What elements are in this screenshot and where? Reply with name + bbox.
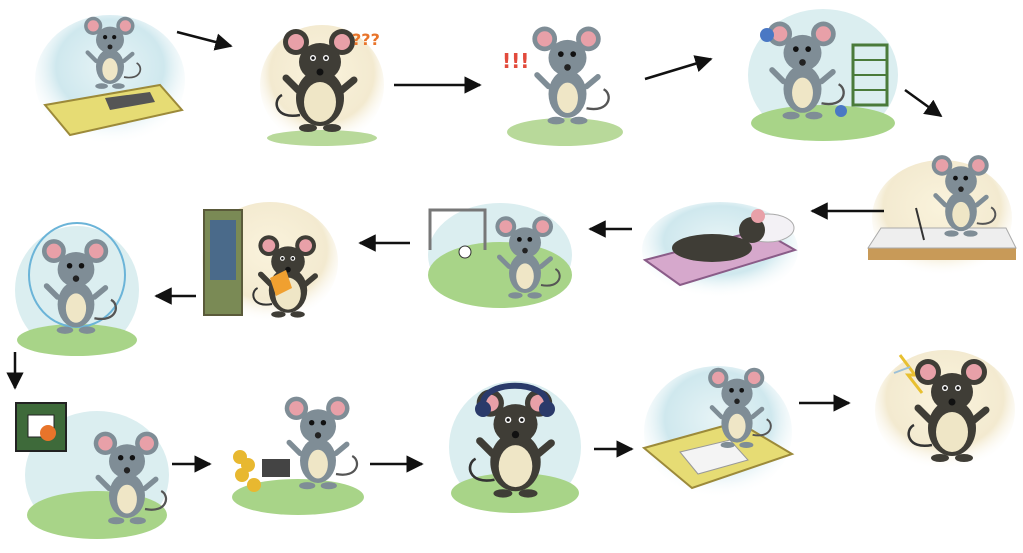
mouse-headache-icon	[870, 345, 1020, 475]
mouse-jump-rope-icon	[12, 220, 142, 360]
scene-sleeping	[640, 190, 800, 300]
mouse-reading-desk-icon	[30, 10, 190, 150]
scene-confused: ???	[252, 10, 392, 150]
arrow-4	[903, 88, 945, 120]
arrow-3	[643, 55, 715, 83]
mouse-basketball-icon	[12, 395, 172, 543]
svg-text:!!!: !!!	[502, 49, 529, 73]
mouse-surprised-icon: !!!	[500, 10, 630, 150]
mouse-coins-icon	[228, 385, 368, 520]
scene-going-to-school	[200, 200, 340, 325]
mouse-soccer-icon	[425, 200, 575, 310]
arrow-6	[586, 222, 634, 236]
mouse-schoolbag-icon	[200, 200, 340, 325]
arrow-11	[368, 457, 426, 471]
scene-reading-at-desk	[640, 360, 795, 510]
arrow-8	[152, 289, 198, 303]
scene-coins-computer	[228, 385, 368, 520]
arrow-1	[175, 28, 235, 50]
scene-listening-music	[445, 375, 585, 520]
svg-text:???: ???	[352, 30, 380, 49]
scene-exercising	[745, 5, 900, 145]
scene-playing-basketball	[12, 395, 172, 543]
arrow-5	[808, 204, 886, 218]
arrow-7	[356, 236, 412, 250]
mouse-sleeping-icon	[640, 190, 800, 300]
mouse-headphones-icon	[445, 375, 585, 520]
scene-playing-soccer	[425, 200, 575, 310]
arrow-10	[170, 457, 214, 471]
mouse-confused-icon: ???	[252, 10, 392, 150]
scene-studying-at-desk	[30, 10, 190, 150]
mouse-writing-icon	[866, 148, 1018, 278]
mouse-dumbbell-icon	[745, 5, 900, 145]
scene-surprised: !!!	[500, 10, 630, 150]
scene-writing-at-desk	[866, 148, 1018, 278]
mouse-desk-icon	[640, 360, 795, 510]
scene-jumping-rope	[12, 220, 142, 360]
arrow-12	[592, 442, 636, 456]
arrow-9	[8, 350, 22, 392]
arrow-13	[797, 396, 853, 410]
scene-headache	[870, 345, 1020, 475]
arrow-2	[392, 78, 484, 92]
